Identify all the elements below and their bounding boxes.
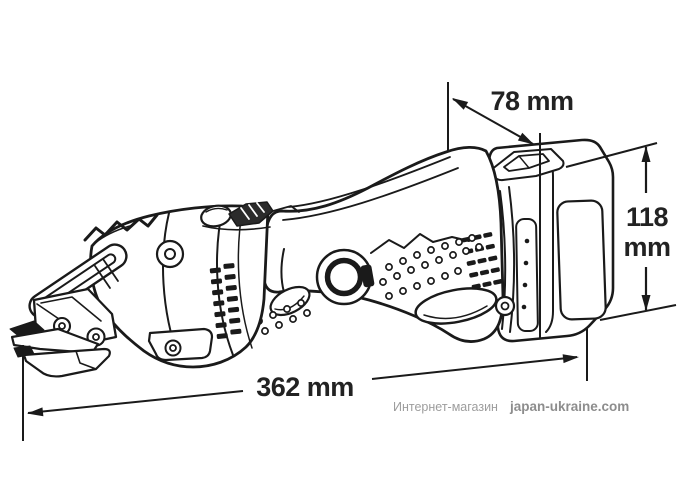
top-switch [200, 201, 300, 231]
grip-oval [414, 287, 498, 325]
watermark-site-label: japan-ukraine.com [509, 399, 629, 414]
front-vents [209, 263, 242, 340]
rear-housing [238, 145, 539, 343]
speed-dial [315, 248, 375, 306]
tool-illustration [9, 138, 615, 378]
rear-vents [461, 232, 503, 290]
watermark-store-label: Интернет-магазин [393, 400, 498, 414]
front-bolt [155, 239, 185, 269]
dimension-annotations: 78 mm 118 mm 362 mm [22, 82, 677, 441]
dimension-118mm-label-line2: mm [623, 232, 670, 262]
battery-rail-strip [515, 217, 539, 333]
serrated-edge [83, 213, 159, 242]
dimension-118mm-label-line1: 118 [626, 202, 669, 232]
grip-dots [255, 234, 483, 335]
dimension-78mm: 78 mm [447, 82, 574, 338]
battery-label-panel [556, 199, 607, 321]
dimension-362mm: 362 mm [22, 328, 588, 441]
dimension-78mm-label: 78 mm [490, 86, 573, 116]
dimension-362mm-label: 362 mm [256, 372, 354, 402]
thumb-recess [269, 285, 311, 317]
cutter-head [9, 243, 128, 378]
rail-rivets [521, 238, 530, 310]
lower-blade [22, 347, 111, 378]
dimension-118mm: 118 mm [565, 142, 677, 321]
watermark: Интернет-магазин japan-ukraine.com [393, 399, 629, 414]
front-housing [83, 204, 270, 369]
